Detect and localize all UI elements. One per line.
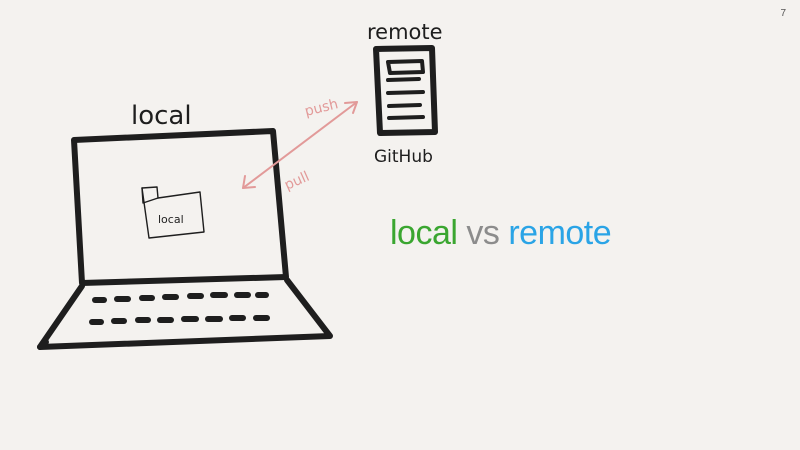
server-slot-4 xyxy=(387,103,422,108)
local-label: local xyxy=(131,101,192,131)
page-number: 7 xyxy=(780,8,786,19)
server-outline xyxy=(373,45,438,136)
server-slot-1 xyxy=(386,59,425,75)
laptop-base xyxy=(37,277,333,350)
laptop-base-corner xyxy=(37,339,49,350)
remote-label: remote xyxy=(367,20,443,44)
server-icon xyxy=(373,45,438,136)
laptop-screen xyxy=(71,128,289,286)
pull-label: pull xyxy=(282,169,312,194)
remote-host-label: GitHub xyxy=(374,147,433,167)
headline-vs: vs xyxy=(466,214,500,252)
arrow-shaft xyxy=(242,101,358,189)
keyboard-keys xyxy=(89,292,270,325)
folder-label: local xyxy=(158,213,184,226)
headline: local vs remote xyxy=(390,214,612,253)
headline-local: local xyxy=(390,214,458,252)
folder-icon xyxy=(141,186,205,239)
pull-arrowhead xyxy=(242,175,256,189)
server-slot-5 xyxy=(387,115,425,120)
folder-outline xyxy=(141,186,205,239)
push-arrowhead xyxy=(344,101,358,114)
laptop-icon xyxy=(37,128,333,350)
push-label: push xyxy=(303,96,340,120)
headline-remote: remote xyxy=(508,214,612,252)
double-arrow-icon xyxy=(242,101,358,189)
folder-tab xyxy=(141,187,159,204)
server-slot-2 xyxy=(386,77,421,82)
server-slot-3 xyxy=(386,90,425,95)
